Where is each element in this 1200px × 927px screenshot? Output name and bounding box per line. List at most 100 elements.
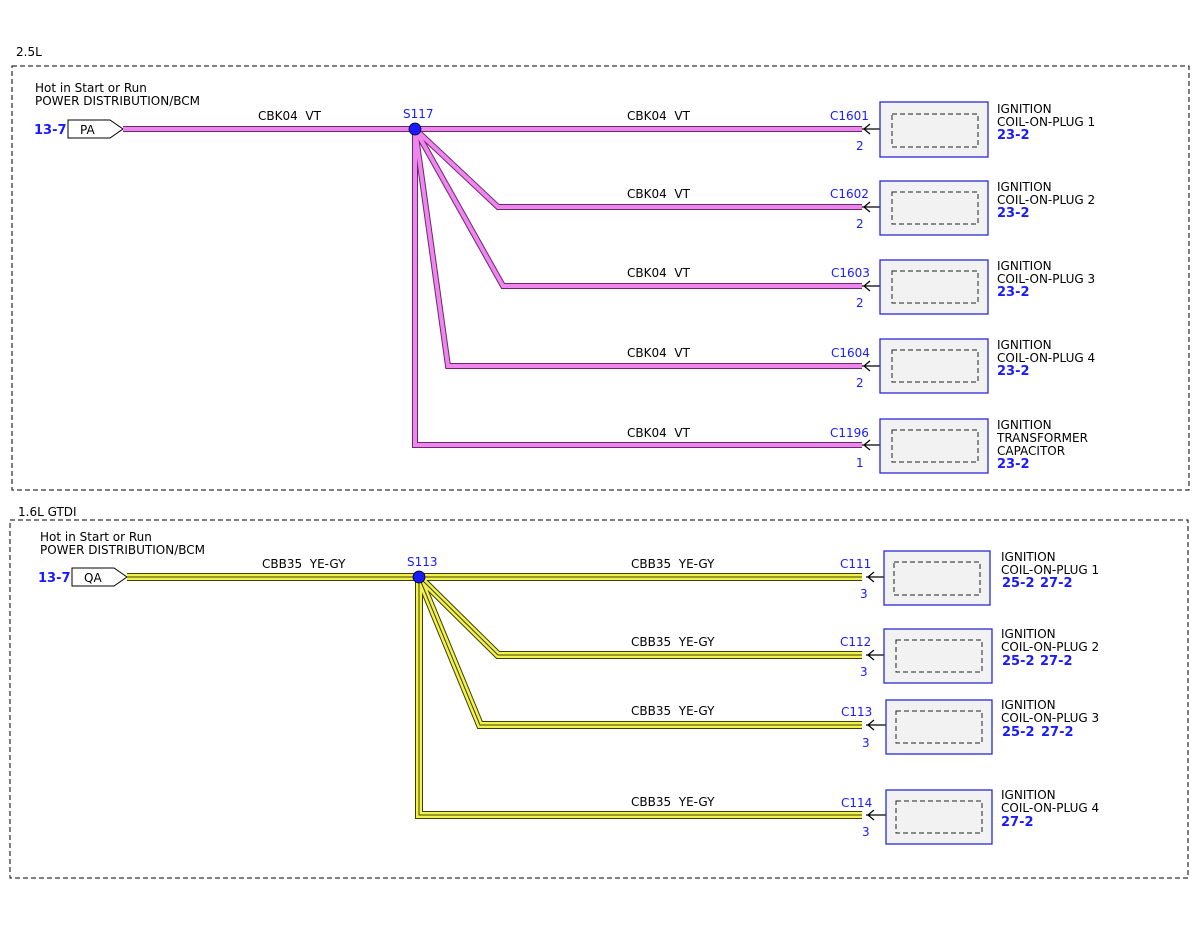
component-name-2: COIL-ON-PLUG 3 xyxy=(997,272,1095,286)
section-1-6l-gtdi: 1.6L GTDI Hot in Start or Run POWER DIST… xyxy=(9,505,1189,879)
wires-pink xyxy=(123,126,862,448)
component-name-2: COIL-ON-PLUG 1 xyxy=(1001,563,1099,577)
component-box xyxy=(879,338,989,394)
component-inner xyxy=(891,191,979,225)
supply-line2: POWER DISTRIBUTION/BCM xyxy=(35,94,200,108)
component-name-1: IGNITION xyxy=(1001,550,1056,564)
pin-number: 1 xyxy=(856,456,864,470)
branch-c1601: CBK04 VT C1601 2 IGNITION COIL-ON-PLUG 1… xyxy=(627,101,1095,158)
wire-label-in: CBB35 YE-GY xyxy=(262,557,346,571)
page-ref-link[interactable]: 23-2 xyxy=(997,364,1030,379)
component-inner xyxy=(895,710,983,744)
section-title: 1.6L GTDI xyxy=(18,505,77,519)
branch-c111: CBB35 YE-GY C111 3 IGNITION COIL-ON-PLUG… xyxy=(631,550,1099,606)
component-name-2: COIL-ON-PLUG 1 xyxy=(997,115,1095,129)
page-ref-link[interactable]: 25-2 xyxy=(1002,576,1035,591)
component-box xyxy=(879,418,989,474)
wire-label: CBB35 YE-GY xyxy=(631,704,715,718)
wire-label: CBK04 VT xyxy=(627,426,691,440)
component-box xyxy=(879,180,989,236)
component-box xyxy=(883,550,991,606)
branch-c1604: CBK04 VT C1604 2 IGNITION COIL-ON-PLUG 4… xyxy=(627,338,1095,394)
page-ref-link[interactable]: 23-2 xyxy=(997,457,1030,472)
connector-qa: QA xyxy=(71,567,128,587)
component-inner xyxy=(895,800,983,834)
wire-label: CBB35 YE-GY xyxy=(631,635,715,649)
supply-line1: Hot in Start or Run xyxy=(40,530,152,544)
wire-label: CBK04 VT xyxy=(627,187,691,201)
pin-number: 3 xyxy=(862,825,870,839)
component-name-1: IGNITION xyxy=(997,259,1052,273)
wire-label: CBK04 VT xyxy=(627,346,691,360)
component-name-2: TRANSFORMER xyxy=(996,431,1088,445)
page-ref-link[interactable]: 23-2 xyxy=(997,285,1030,300)
component-name-2: COIL-ON-PLUG 2 xyxy=(997,193,1095,207)
page-ref-link[interactable]: 23-2 xyxy=(997,206,1030,221)
page-ref-link[interactable]: 27-2 xyxy=(1040,576,1073,591)
wire-label: CBK04 VT xyxy=(627,266,691,280)
pin-number: 3 xyxy=(862,736,870,750)
component-box xyxy=(885,789,993,845)
section-2-5l: 2.5L Hot in Start or Run POWER DISTRIBUT… xyxy=(11,45,1190,491)
branch-c1603: CBK04 VT C1603 2 IGNITION COIL-ON-PLUG 3… xyxy=(627,259,1095,315)
component-name-1: IGNITION xyxy=(997,102,1052,116)
page-ref-link[interactable]: 25-2 xyxy=(1002,725,1035,740)
page-ref-link[interactable]: 23-2 xyxy=(997,128,1030,143)
page-ref-link[interactable]: 25-2 xyxy=(1002,654,1035,669)
supply-line1: Hot in Start or Run xyxy=(35,81,147,95)
wire-label: CBB35 YE-GY xyxy=(631,795,715,809)
supply-ref-link[interactable]: 13-7 xyxy=(34,123,67,138)
supply-line2: POWER DISTRIBUTION/BCM xyxy=(40,543,205,557)
branch-c1602: CBK04 VT C1602 2 IGNITION COIL-ON-PLUG 2… xyxy=(627,180,1095,236)
section-frame xyxy=(9,519,1189,879)
component-inner xyxy=(891,113,979,148)
section-frame xyxy=(11,65,1190,491)
component-name-1: IGNITION xyxy=(1001,788,1056,802)
component-name-1: IGNITION xyxy=(1001,627,1056,641)
component-inner xyxy=(895,639,983,673)
component-inner xyxy=(891,349,979,383)
splice-label: S113 xyxy=(407,555,438,569)
pin-number: 2 xyxy=(856,376,864,390)
branch-c114: CBB35 YE-GY C114 3 IGNITION COIL-ON-PLUG… xyxy=(631,788,1099,845)
pin-number: 3 xyxy=(860,587,868,601)
component-inner xyxy=(893,561,981,596)
pin-number: 2 xyxy=(856,217,864,231)
component-box xyxy=(883,628,993,684)
connector-id: C112 xyxy=(840,635,871,649)
connector-id: C1602 xyxy=(830,187,869,201)
component-name-2: COIL-ON-PLUG 4 xyxy=(997,351,1095,365)
component-name-2: COIL-ON-PLUG 3 xyxy=(1001,711,1099,725)
component-box xyxy=(879,259,989,315)
pin-number: 3 xyxy=(860,665,868,679)
wires-yellow xyxy=(127,573,862,819)
supply-ref-link[interactable]: 13-7 xyxy=(38,571,71,586)
wire-label: CBK04 VT xyxy=(627,109,691,123)
connector-pa: PA xyxy=(67,119,124,139)
pin-number: 2 xyxy=(856,139,864,153)
splice-dot xyxy=(408,122,422,136)
page-ref-link[interactable]: 27-2 xyxy=(1040,654,1073,669)
connector-id: C1601 xyxy=(830,109,869,123)
component-box xyxy=(879,101,989,158)
branch-c112: CBB35 YE-GY C112 3 IGNITION COIL-ON-PLUG… xyxy=(631,627,1099,684)
connector-id: C111 xyxy=(840,557,871,571)
pin-number: 2 xyxy=(856,296,864,310)
branch-c113: CBB35 YE-GY C113 3 IGNITION COIL-ON-PLUG… xyxy=(631,698,1099,755)
connector-id: C1196 xyxy=(830,426,869,440)
page-ref-link[interactable]: 27-2 xyxy=(1041,725,1074,740)
component-name-1: IGNITION xyxy=(997,418,1052,432)
component-box xyxy=(885,699,993,755)
wire-label-in: CBK04 VT xyxy=(258,109,322,123)
section-title: 2.5L xyxy=(16,45,42,59)
component-name-1: IGNITION xyxy=(1001,698,1056,712)
component-name-1: IGNITION xyxy=(997,180,1052,194)
component-name-1: IGNITION xyxy=(997,338,1052,352)
page-ref-link[interactable]: 27-2 xyxy=(1001,815,1034,830)
splice-label: S117 xyxy=(403,107,434,121)
component-name-2: COIL-ON-PLUG 2 xyxy=(1001,640,1099,654)
component-name-2: COIL-ON-PLUG 4 xyxy=(1001,801,1099,815)
branch-c1196: CBK04 VT C1196 1 IGNITION TRANSFORMER CA… xyxy=(627,418,1088,474)
splice-dot xyxy=(412,570,426,584)
